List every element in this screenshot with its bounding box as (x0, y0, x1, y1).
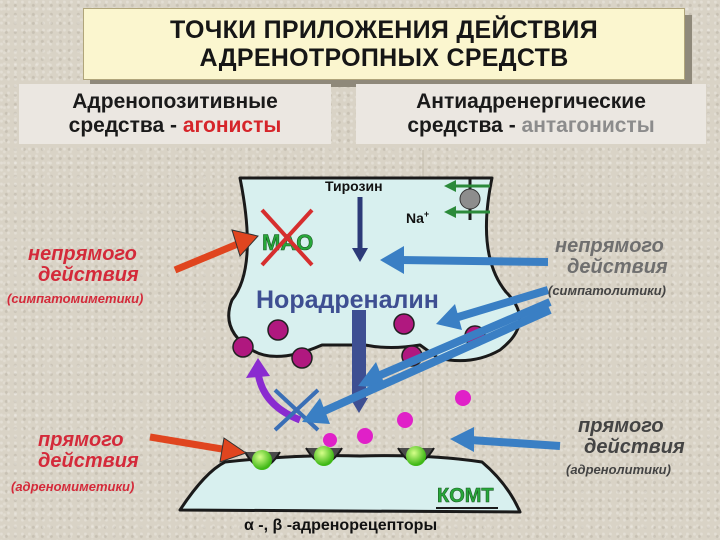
adrenomimetics-label: (адреномиметики) (11, 479, 135, 494)
antagonists-header-line-1: Антиадренергические (416, 90, 646, 113)
indirect-agonist-arrowhead (231, 229, 259, 257)
reuptake-arrow (254, 371, 302, 424)
title-line-2: АДРЕНОТРОПНЫХ СРЕДСТВ (199, 44, 569, 72)
tyrosine-label: Тирозин (325, 178, 383, 194)
direct-antagonist-arrowhead (450, 427, 474, 452)
sympatholytics-label: (симпатолитики) (548, 283, 667, 298)
reuptake-block-line-2 (273, 388, 320, 432)
sympathomimetics-label: (симпатомиметики) (7, 291, 144, 306)
direct-agonist-arrowhead (219, 437, 248, 463)
agonists-header-line-2: средства - агонисты (69, 114, 282, 138)
direct-antagonist-arrow (469, 436, 561, 450)
mao-block-line-2 (260, 208, 314, 267)
vesicle (232, 336, 254, 358)
release-column (352, 310, 366, 400)
direct-agonist-label: прямого действия (38, 430, 139, 472)
transporter-icon (459, 188, 481, 210)
free-noradrenaline (455, 390, 471, 406)
na-superscript: + (424, 209, 429, 219)
antagonist-arrow-mao-head (380, 246, 404, 274)
agonists-header: Адренопозитивные средства - агонисты (19, 84, 331, 144)
receptors-caption: α -, β -адренорецепторы (244, 517, 437, 534)
synthesis-arrowhead (352, 248, 368, 262)
agonists-header-line-1: Адренопозитивные (72, 90, 278, 113)
receptor-ligand (406, 446, 426, 466)
antagonist-arrow-reuptake (320, 306, 552, 416)
free-noradrenaline (323, 433, 337, 447)
postsynaptic-membrane (178, 454, 522, 514)
antagonists-header-line-2: средства - антагонисты (407, 114, 654, 138)
antagonist-arrow-mao (399, 256, 549, 266)
receptor-ligand (314, 446, 334, 466)
agonists-prefix: средства - (68, 114, 183, 137)
indirect-agonist-arrow (173, 239, 242, 274)
na-text: Na (406, 210, 424, 226)
antagonists-header: Антиадренергические средства - антагонис… (356, 84, 706, 144)
antagonist-arrow-vesicles-head (436, 304, 462, 330)
title-line-1: ТОЧКИ ПРИЛОЖЕНИЯ ДЕЙСТВИЯ (170, 16, 598, 44)
direct-antagonist-line-2: действия (584, 436, 685, 458)
na-label: Na+ (406, 209, 429, 226)
tyrosine-uptake-arrowhead (444, 180, 456, 192)
antagonists-accent: антагонисты (521, 114, 655, 137)
indirect-antagonist-line-1: непрямого (555, 235, 664, 257)
antagonist-arrow-release (376, 298, 552, 380)
indirect-agonist-line-1: непрямого (28, 243, 137, 265)
direct-agonist-arrow (149, 433, 229, 454)
vesicle (267, 319, 289, 341)
free-noradrenaline (397, 412, 413, 428)
indirect-antagonist-label: непрямого действия (555, 236, 668, 278)
title-box: ТОЧКИ ПРИЛОЖЕНИЯ ДЕЙСТВИЯ АДРЕНОТРОПНЫХ … (83, 8, 685, 80)
agonists-accent: агонисты (182, 114, 282, 137)
direct-antagonist-label: прямого действия (578, 416, 685, 458)
vesicle (291, 347, 313, 369)
antagonist-arrow-release-head (358, 362, 386, 388)
reuptake-arrowhead (246, 358, 270, 378)
direct-agonist-line-1: прямого (38, 429, 124, 451)
antagonist-arrow-reuptake-head (302, 398, 330, 424)
noradrenaline-label: Норадреналин (256, 286, 439, 314)
free-noradrenaline (357, 428, 373, 444)
na-uptake-arrowhead (444, 206, 456, 218)
adrenolytics-label: (адренолитики) (566, 462, 671, 477)
indirect-agonist-label: непрямого действия (28, 244, 139, 286)
direct-agonist-line-2: действия (38, 450, 139, 472)
komt-label: КОМТ (437, 485, 494, 507)
mao-label: MAO (262, 230, 313, 255)
receptor-ligand (252, 450, 272, 470)
vesicle (393, 313, 415, 335)
antagonists-prefix: средства - (407, 114, 522, 137)
direct-antagonist-line-1: прямого (578, 415, 664, 437)
indirect-antagonist-line-2: действия (567, 256, 668, 278)
indirect-agonist-line-2: действия (38, 264, 139, 286)
antagonist-arrow-vesicles (453, 286, 550, 322)
